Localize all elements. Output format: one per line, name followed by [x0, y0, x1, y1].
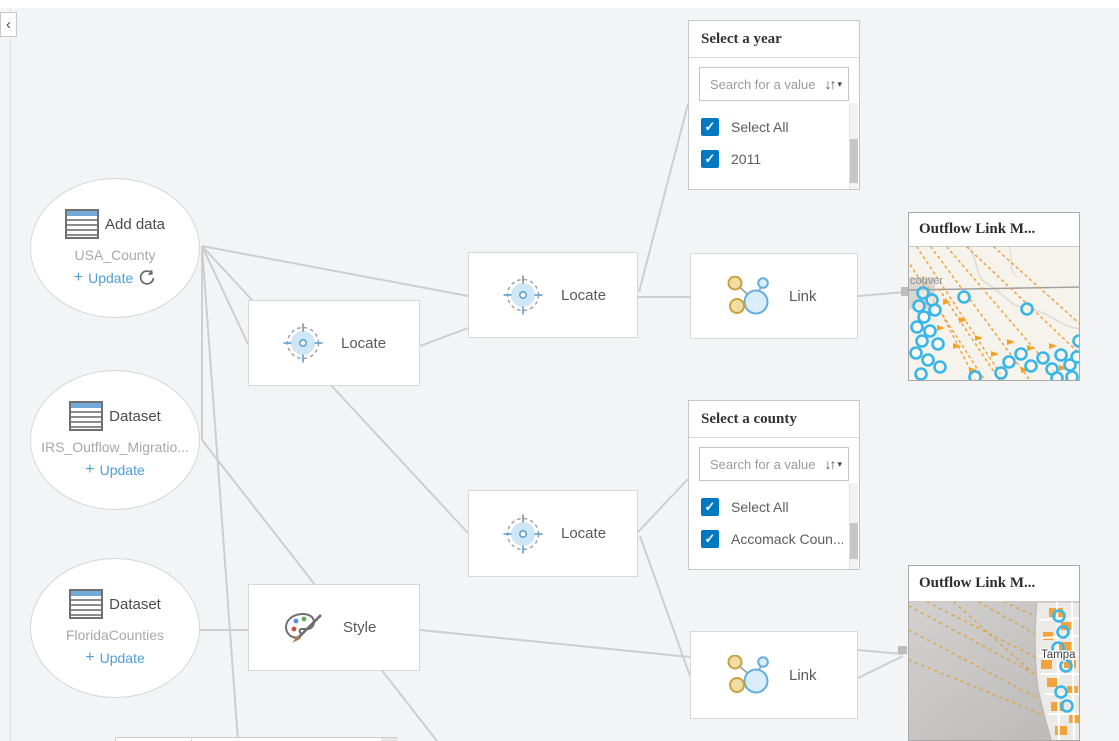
card-header[interactable]: Select a county [689, 401, 859, 438]
bottom-partial-card[interactable] [115, 737, 398, 741]
search-input[interactable] [708, 455, 825, 473]
checkbox-checked[interactable]: ✓ [701, 530, 719, 548]
node-dataset-florida[interactable]: Dataset FloridaCounties +Update [30, 558, 200, 698]
search-input[interactable] [708, 75, 825, 93]
card-header[interactable]: Outflow Link M... [909, 566, 1079, 602]
tool-label: Locate [341, 334, 387, 352]
tool-label: Style [343, 619, 377, 636]
sort-icon[interactable]: ↓↑ ▾ [824, 76, 842, 92]
map-place-label: Tampa [1041, 649, 1076, 661]
node-label: Add data [104, 215, 166, 233]
tool-label: Link [789, 666, 817, 684]
dataset-table-icon [69, 401, 104, 431]
divider [191, 738, 192, 741]
map-card-2[interactable]: Outflow Link M... [908, 565, 1080, 741]
node-locate-2[interactable]: Locate [468, 252, 638, 338]
back-button[interactable]: ‹ [0, 12, 17, 37]
card-header[interactable]: Select a year [689, 21, 859, 58]
node-style[interactable]: Style [248, 584, 420, 671]
map-thumbnail-florida[interactable]: Tampa [909, 601, 1080, 741]
card-title: Select a year [701, 30, 782, 47]
plus-icon: + [85, 461, 95, 478]
option-accomack[interactable]: ✓ Accomack Coun... [701, 529, 843, 549]
plus-icon: + [85, 649, 95, 666]
map-card-1[interactable]: Outflow Link M... [908, 212, 1080, 381]
node-link-1[interactable]: Link [690, 253, 858, 339]
search-box[interactable]: ↓↑ ▾ [699, 67, 849, 101]
node-locate-3[interactable]: Locate [468, 490, 638, 577]
search-box[interactable]: ↓↑ ▾ [699, 447, 849, 481]
node-add-data[interactable]: Add data USA_County +Update [30, 178, 200, 318]
card-title: Outflow Link M... [919, 221, 1036, 237]
tool-label: Link [789, 287, 817, 305]
dataset-name: FloridaCounties [65, 627, 165, 643]
checkbox-checked[interactable]: ✓ [701, 118, 719, 136]
scrollbar[interactable] [849, 103, 858, 189]
chevron-left-icon: ‹ [6, 16, 11, 33]
card-title: Outflow Link M... [919, 575, 1036, 591]
map-thumbnail-vancouver[interactable]: couver [909, 246, 1080, 381]
plus-icon: + [73, 269, 84, 286]
sort-icon[interactable]: ↓↑ ▾ [824, 456, 842, 472]
dataset-name: IRS_Outflow_Migratio... [41, 439, 189, 455]
panel-divider [10, 8, 11, 741]
update-link[interactable]: +Update [74, 269, 157, 287]
card-title: Select a county [701, 410, 797, 427]
option-2011[interactable]: ✓ 2011 [701, 149, 761, 169]
checkbox-checked[interactable]: ✓ [701, 150, 719, 168]
top-strip [0, 0, 1119, 8]
locate-icon [503, 514, 543, 553]
dataset-name: USA_County [74, 247, 156, 263]
caret-down-icon: ▾ [837, 458, 842, 469]
scrollbar[interactable] [849, 483, 858, 569]
map-place-label: couver [910, 275, 943, 287]
link-icon [727, 655, 769, 694]
checkbox-checked[interactable]: ✓ [701, 498, 719, 516]
scrollbar-corner [381, 738, 398, 741]
update-link[interactable]: +Update [85, 649, 145, 666]
filter-card-year[interactable]: Select a year ↓↑ ▾ ✓ Select All ✓ 2011 [688, 20, 860, 190]
node-dataset-irs[interactable]: Dataset IRS_Outflow_Migratio... +Update [30, 370, 200, 510]
card-header[interactable]: Outflow Link M... [909, 213, 1079, 247]
node-label: Dataset [109, 407, 161, 425]
caret-down-icon: ▾ [837, 78, 842, 89]
option-select-all[interactable]: ✓ Select All [701, 117, 789, 137]
node-link-2[interactable]: Link [690, 631, 858, 719]
node-label: Dataset [109, 595, 161, 613]
link-icon [727, 276, 769, 315]
scrollbar-thumb[interactable] [850, 139, 858, 183]
node-locate-1[interactable]: Locate [248, 300, 420, 386]
tool-label: Locate [561, 525, 607, 542]
dataset-table-icon [64, 209, 99, 239]
dataset-table-icon [69, 589, 104, 619]
scrollbar-thumb[interactable] [850, 523, 858, 559]
locate-icon [283, 323, 323, 363]
locate-icon [503, 275, 543, 315]
update-link[interactable]: +Update [85, 461, 145, 478]
tool-label: Locate [561, 286, 607, 304]
option-select-all[interactable]: ✓ Select All [701, 497, 789, 517]
refresh-icon[interactable] [138, 269, 156, 287]
filter-card-county[interactable]: Select a county ↓↑ ▾ ✓ Select All ✓ Acco… [688, 400, 860, 570]
style-palette-icon [284, 612, 322, 643]
